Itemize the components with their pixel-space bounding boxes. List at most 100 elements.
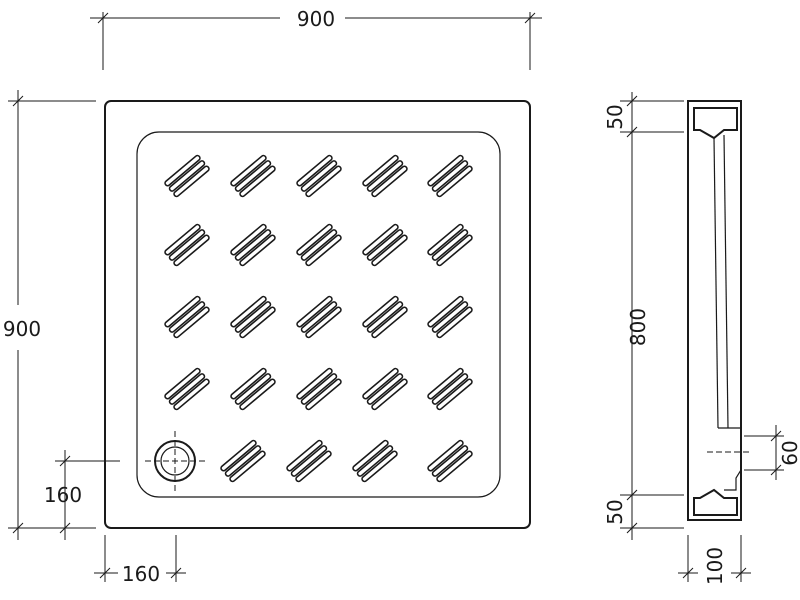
tray-outer-rim [104, 100, 531, 529]
grip-strip [230, 367, 267, 400]
top-width-dimension: 900 [90, 7, 542, 70]
grip-strip [173, 306, 210, 339]
grip-group [362, 367, 408, 411]
grip-strip [366, 160, 404, 192]
tray-top-view [104, 100, 531, 529]
grip-strip [366, 373, 404, 405]
grip-strip [286, 439, 323, 472]
grip-group [164, 295, 210, 339]
grip-strip [296, 367, 333, 400]
grip-strip [366, 301, 404, 333]
grip-strip [290, 445, 328, 477]
grip-strip [300, 373, 338, 405]
side-top-rim-label: 50 [603, 104, 627, 129]
grip-group [230, 223, 276, 267]
grip-strip [230, 154, 267, 187]
grip-group [352, 439, 398, 483]
grip-strip [427, 367, 464, 400]
grip-strip [173, 378, 210, 411]
grip-group [164, 367, 210, 411]
grip-group [296, 295, 342, 339]
grip-strip [362, 223, 399, 256]
grip-strip [305, 378, 342, 411]
grip-strip [431, 445, 469, 477]
grip-strip [168, 301, 206, 333]
side-depth-label: 100 [703, 547, 727, 585]
grip-strip [427, 295, 464, 328]
drain-offset-x-label: 160 [122, 562, 160, 586]
grip-group [427, 295, 473, 339]
grip-group [230, 295, 276, 339]
left-height-dimension: 900 [3, 90, 96, 540]
grip-strip [371, 165, 408, 198]
left-height-label: 900 [3, 317, 41, 341]
grip-group [427, 367, 473, 411]
grip-strip [427, 223, 464, 256]
grip-group [296, 367, 342, 411]
grip-group [286, 439, 332, 483]
drain-icon [145, 431, 205, 491]
grip-group [164, 154, 210, 198]
grip-strip [436, 165, 473, 198]
grip-strip [362, 367, 399, 400]
grip-strip [431, 301, 469, 333]
grip-strip [296, 295, 333, 328]
grip-strip [431, 229, 469, 261]
grip-group [362, 154, 408, 198]
grip-group [164, 223, 210, 267]
grip-strip [356, 445, 394, 477]
grip-strip [436, 378, 473, 411]
grip-strip [305, 306, 342, 339]
drain-offset-y-label: 160 [44, 483, 82, 507]
grip-strip [436, 306, 473, 339]
grip-strip [305, 165, 342, 198]
tray-side-section [687, 100, 752, 521]
grip-strip [300, 301, 338, 333]
side-bottom-rim-label: 50 [603, 499, 627, 524]
grip-group [427, 223, 473, 267]
grip-strip [230, 295, 267, 328]
grip-strip [168, 229, 206, 261]
drain-offset-x-dimension: 160 [94, 535, 186, 586]
grip-strip [224, 445, 262, 477]
grip-strip [300, 160, 338, 192]
grip-strip [361, 450, 398, 483]
grip-strip [239, 165, 276, 198]
grip-strip [362, 295, 399, 328]
grip-group [362, 223, 408, 267]
grip-strip [295, 450, 332, 483]
drain-offset-y-dimension: 160 [44, 450, 120, 540]
grip-strip [168, 160, 206, 192]
grip-strip [234, 373, 272, 405]
grip-strip [296, 154, 333, 187]
grip-strip [220, 439, 257, 472]
side-depth-dimension: 100 [678, 535, 751, 585]
grip-strip [427, 439, 464, 472]
grip-strip [352, 439, 389, 472]
top-width-label: 900 [297, 7, 335, 31]
grip-strip [239, 378, 276, 411]
grip-strip [436, 234, 473, 267]
grip-group [427, 439, 473, 483]
grip-group [230, 154, 276, 198]
grip-group [427, 154, 473, 198]
grip-strip [371, 378, 408, 411]
grip-strip [164, 223, 201, 256]
grip-group [230, 367, 276, 411]
grip-strip [234, 160, 272, 192]
grip-strip [164, 154, 201, 187]
grip-strip [296, 223, 333, 256]
grip-strip [371, 306, 408, 339]
grip-strip [164, 367, 201, 400]
grip-strip [371, 234, 408, 267]
grip-strip [164, 295, 201, 328]
grip-strip [173, 234, 210, 267]
anti-slip-grip-pattern [164, 154, 473, 483]
grip-strip [168, 373, 206, 405]
side-drain-height-dimension: 60 [744, 425, 800, 480]
side-inner-label: 800 [626, 308, 650, 346]
grip-strip [173, 165, 210, 198]
grip-group [220, 439, 266, 483]
grip-group [362, 295, 408, 339]
